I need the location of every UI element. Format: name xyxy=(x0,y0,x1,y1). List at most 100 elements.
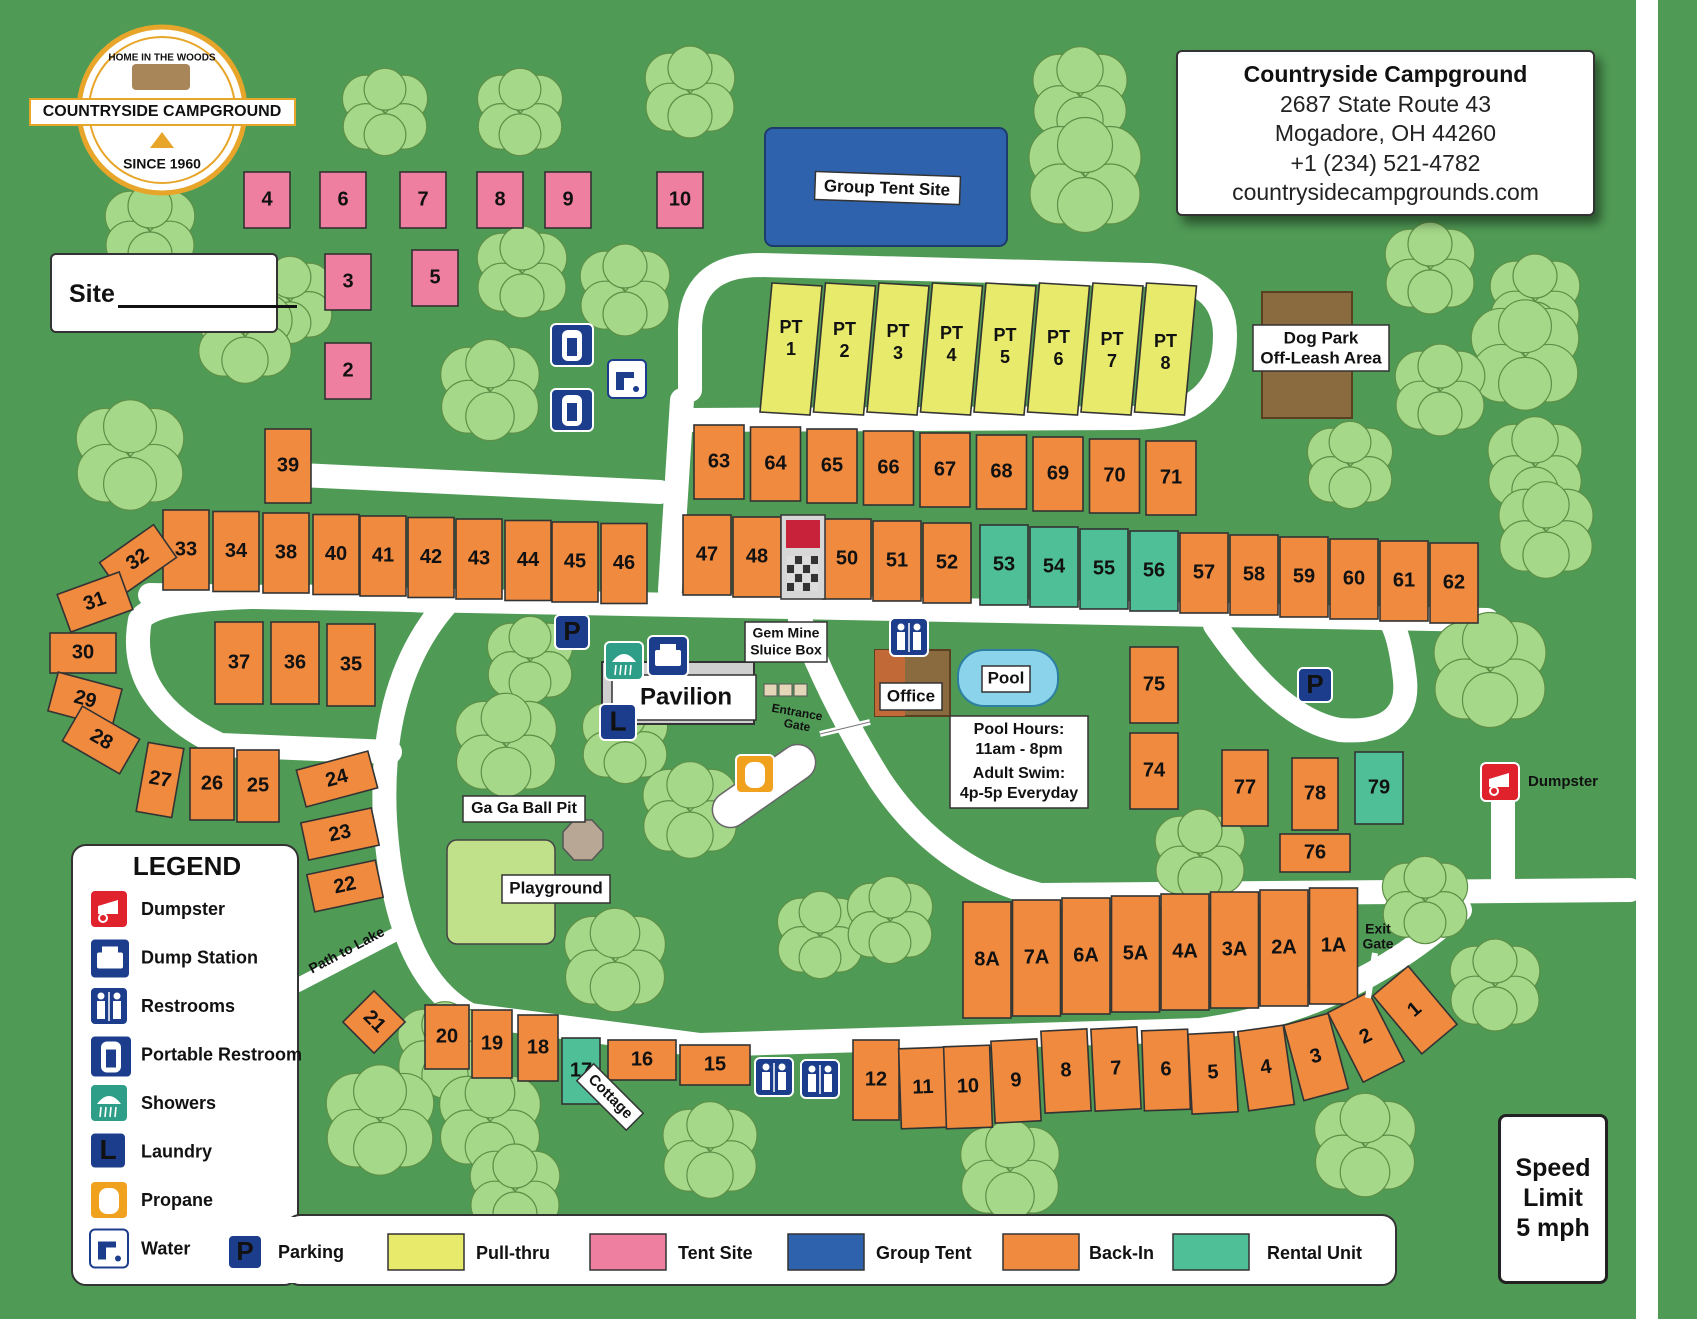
back-in-site[interactable]: 6 xyxy=(1140,1028,1192,1112)
pull-thru-site[interactable]: PT4 xyxy=(919,282,984,416)
contact-website[interactable]: countrysidecampgrounds.com xyxy=(1232,179,1539,205)
tent-site[interactable]: 6 xyxy=(319,171,367,229)
back-in-site[interactable]: 8A xyxy=(962,901,1012,1019)
back-in-site[interactable]: 3 xyxy=(1282,1012,1350,1102)
back-in-site[interactable]: 23 xyxy=(299,806,381,862)
back-in-site[interactable]: 2A xyxy=(1259,889,1309,1007)
pull-thru-site[interactable]: PT3 xyxy=(866,282,930,416)
back-in-site[interactable]: 19 xyxy=(471,1009,513,1079)
back-in-site[interactable]: 46 xyxy=(600,522,648,605)
back-in-site[interactable]: 4A xyxy=(1160,893,1210,1011)
back-in-site[interactable]: 5A xyxy=(1110,895,1161,1013)
back-in-site[interactable]: 7A xyxy=(1011,899,1062,1017)
back-in-site[interactable]: 67 xyxy=(919,432,971,508)
pull-thru-site[interactable]: PT8 xyxy=(1133,282,1198,416)
back-in-site[interactable]: 39 xyxy=(264,428,312,504)
pull-thru-site[interactable]: PT2 xyxy=(812,282,877,416)
back-in-site[interactable]: 34 xyxy=(212,510,260,593)
back-in-site[interactable]: 4 xyxy=(1236,1024,1296,1112)
back-in-site[interactable]: 78 xyxy=(1291,757,1339,831)
back-in-site[interactable]: 7 xyxy=(1090,1026,1142,1112)
back-in-site[interactable]: 59 xyxy=(1279,536,1329,618)
back-in-site[interactable]: 65 xyxy=(806,428,858,504)
back-in-site[interactable]: 37 xyxy=(214,621,264,705)
back-in-site[interactable]: 15 xyxy=(679,1044,751,1086)
back-in-site[interactable]: 5 xyxy=(1187,1031,1239,1115)
back-in-site[interactable]: 43 xyxy=(455,518,503,600)
back-in-site[interactable]: 38 xyxy=(262,512,310,594)
back-in-site[interactable]: 66 xyxy=(862,430,915,506)
back-in-site[interactable]: 18 xyxy=(517,1014,559,1082)
back-in-site[interactable]: 61 xyxy=(1379,540,1429,622)
back-in-site[interactable]: 42 xyxy=(407,516,455,599)
back-in-site[interactable]: 24 xyxy=(295,750,379,808)
back-in-site[interactable]: 12 xyxy=(852,1039,900,1121)
back-in-site[interactable]: 16 xyxy=(607,1039,677,1081)
back-in-site[interactable]: 10 xyxy=(942,1044,994,1130)
back-in-site[interactable]: 74 xyxy=(1129,732,1179,810)
back-in-site[interactable]: 75 xyxy=(1129,646,1179,724)
back-in-site[interactable]: 11 xyxy=(897,1046,949,1130)
rental-unit-site[interactable]: 79 xyxy=(1354,751,1404,825)
back-in-site[interactable]: 22 xyxy=(305,859,385,913)
tent-site[interactable]: 9 xyxy=(544,171,592,229)
back-in-site[interactable]: 63 xyxy=(693,424,745,500)
campsite-plot xyxy=(212,510,260,593)
pull-thru-site[interactable]: PT5 xyxy=(973,282,1037,416)
back-in-site[interactable]: 8 xyxy=(1040,1028,1092,1114)
pull-thru-site[interactable]: PT6 xyxy=(1026,282,1091,416)
back-in-site[interactable]: 25 xyxy=(236,749,280,823)
back-in-site[interactable]: 68 xyxy=(975,434,1028,510)
rental-unit-site[interactable]: 53 xyxy=(979,524,1029,606)
back-in-site[interactable]: 60 xyxy=(1329,538,1379,620)
tent-site[interactable]: 7 xyxy=(399,171,447,229)
back-in-site[interactable]: 3A xyxy=(1209,891,1260,1009)
back-in-site[interactable]: 48 xyxy=(732,516,782,598)
back-in-site[interactable]: 62 xyxy=(1429,542,1479,624)
rental-unit-site[interactable]: 54 xyxy=(1029,526,1079,608)
tent-site[interactable]: 10 xyxy=(656,171,704,229)
back-in-site[interactable]: 47 xyxy=(682,514,732,596)
contact-phone[interactable]: +1 (234) 521-4782 xyxy=(1290,149,1481,176)
back-in-site[interactable]: 6A xyxy=(1061,897,1111,1015)
back-in-site[interactable]: 21 xyxy=(341,989,407,1055)
back-in-site[interactable]: 52 xyxy=(922,522,972,604)
back-in-site[interactable]: 41 xyxy=(359,515,407,597)
back-in-site[interactable]: 29 xyxy=(46,671,124,729)
back-in-site[interactable]: 50 xyxy=(822,518,872,600)
logo-banner xyxy=(29,98,296,126)
tent-site[interactable]: 4 xyxy=(243,171,291,229)
tent-site[interactable]: 5 xyxy=(411,249,459,307)
tent-site[interactable]: 8 xyxy=(476,171,524,229)
back-in-site[interactable]: 45 xyxy=(551,521,599,603)
back-in-site[interactable]: 28 xyxy=(61,705,141,775)
back-in-site[interactable]: 76 xyxy=(1279,833,1351,873)
back-in-site[interactable]: 26 xyxy=(189,747,235,821)
back-in-site[interactable]: 9 xyxy=(990,1038,1042,1124)
back-in-site[interactable]: 1A xyxy=(1308,887,1359,1005)
pull-thru-site[interactable]: PT7 xyxy=(1080,282,1144,416)
back-in-site[interactable]: 44 xyxy=(504,519,552,602)
back-in-site[interactable]: 2 xyxy=(1326,990,1406,1084)
rental-unit-site[interactable]: 55 xyxy=(1079,528,1129,610)
rental-unit-site[interactable]: 56 xyxy=(1129,530,1179,612)
back-in-site[interactable]: 30 xyxy=(49,632,117,674)
back-in-site[interactable]: 64 xyxy=(749,426,802,502)
pull-thru-site[interactable]: PT1 xyxy=(759,282,823,416)
back-in-site[interactable]: 69 xyxy=(1032,436,1084,512)
back-in-site[interactable]: 1 xyxy=(1371,964,1459,1056)
back-in-site[interactable]: 27 xyxy=(135,741,185,819)
back-in-site[interactable]: 57 xyxy=(1179,532,1229,614)
back-in-site[interactable]: 51 xyxy=(872,520,922,602)
back-in-site[interactable]: 77 xyxy=(1221,749,1269,827)
back-in-site[interactable]: 35 xyxy=(326,623,376,707)
tent-site[interactable]: 2 xyxy=(324,342,372,400)
tent-site[interactable]: 3 xyxy=(324,253,372,311)
back-in-site[interactable]: 70 xyxy=(1088,438,1141,514)
back-in-site[interactable]: 31 xyxy=(56,570,134,634)
back-in-site[interactable]: 36 xyxy=(270,621,320,705)
back-in-site[interactable]: 20 xyxy=(424,1004,470,1070)
back-in-site[interactable]: 40 xyxy=(312,513,360,596)
back-in-site[interactable]: 58 xyxy=(1229,534,1279,616)
back-in-site[interactable]: 71 xyxy=(1145,440,1197,516)
